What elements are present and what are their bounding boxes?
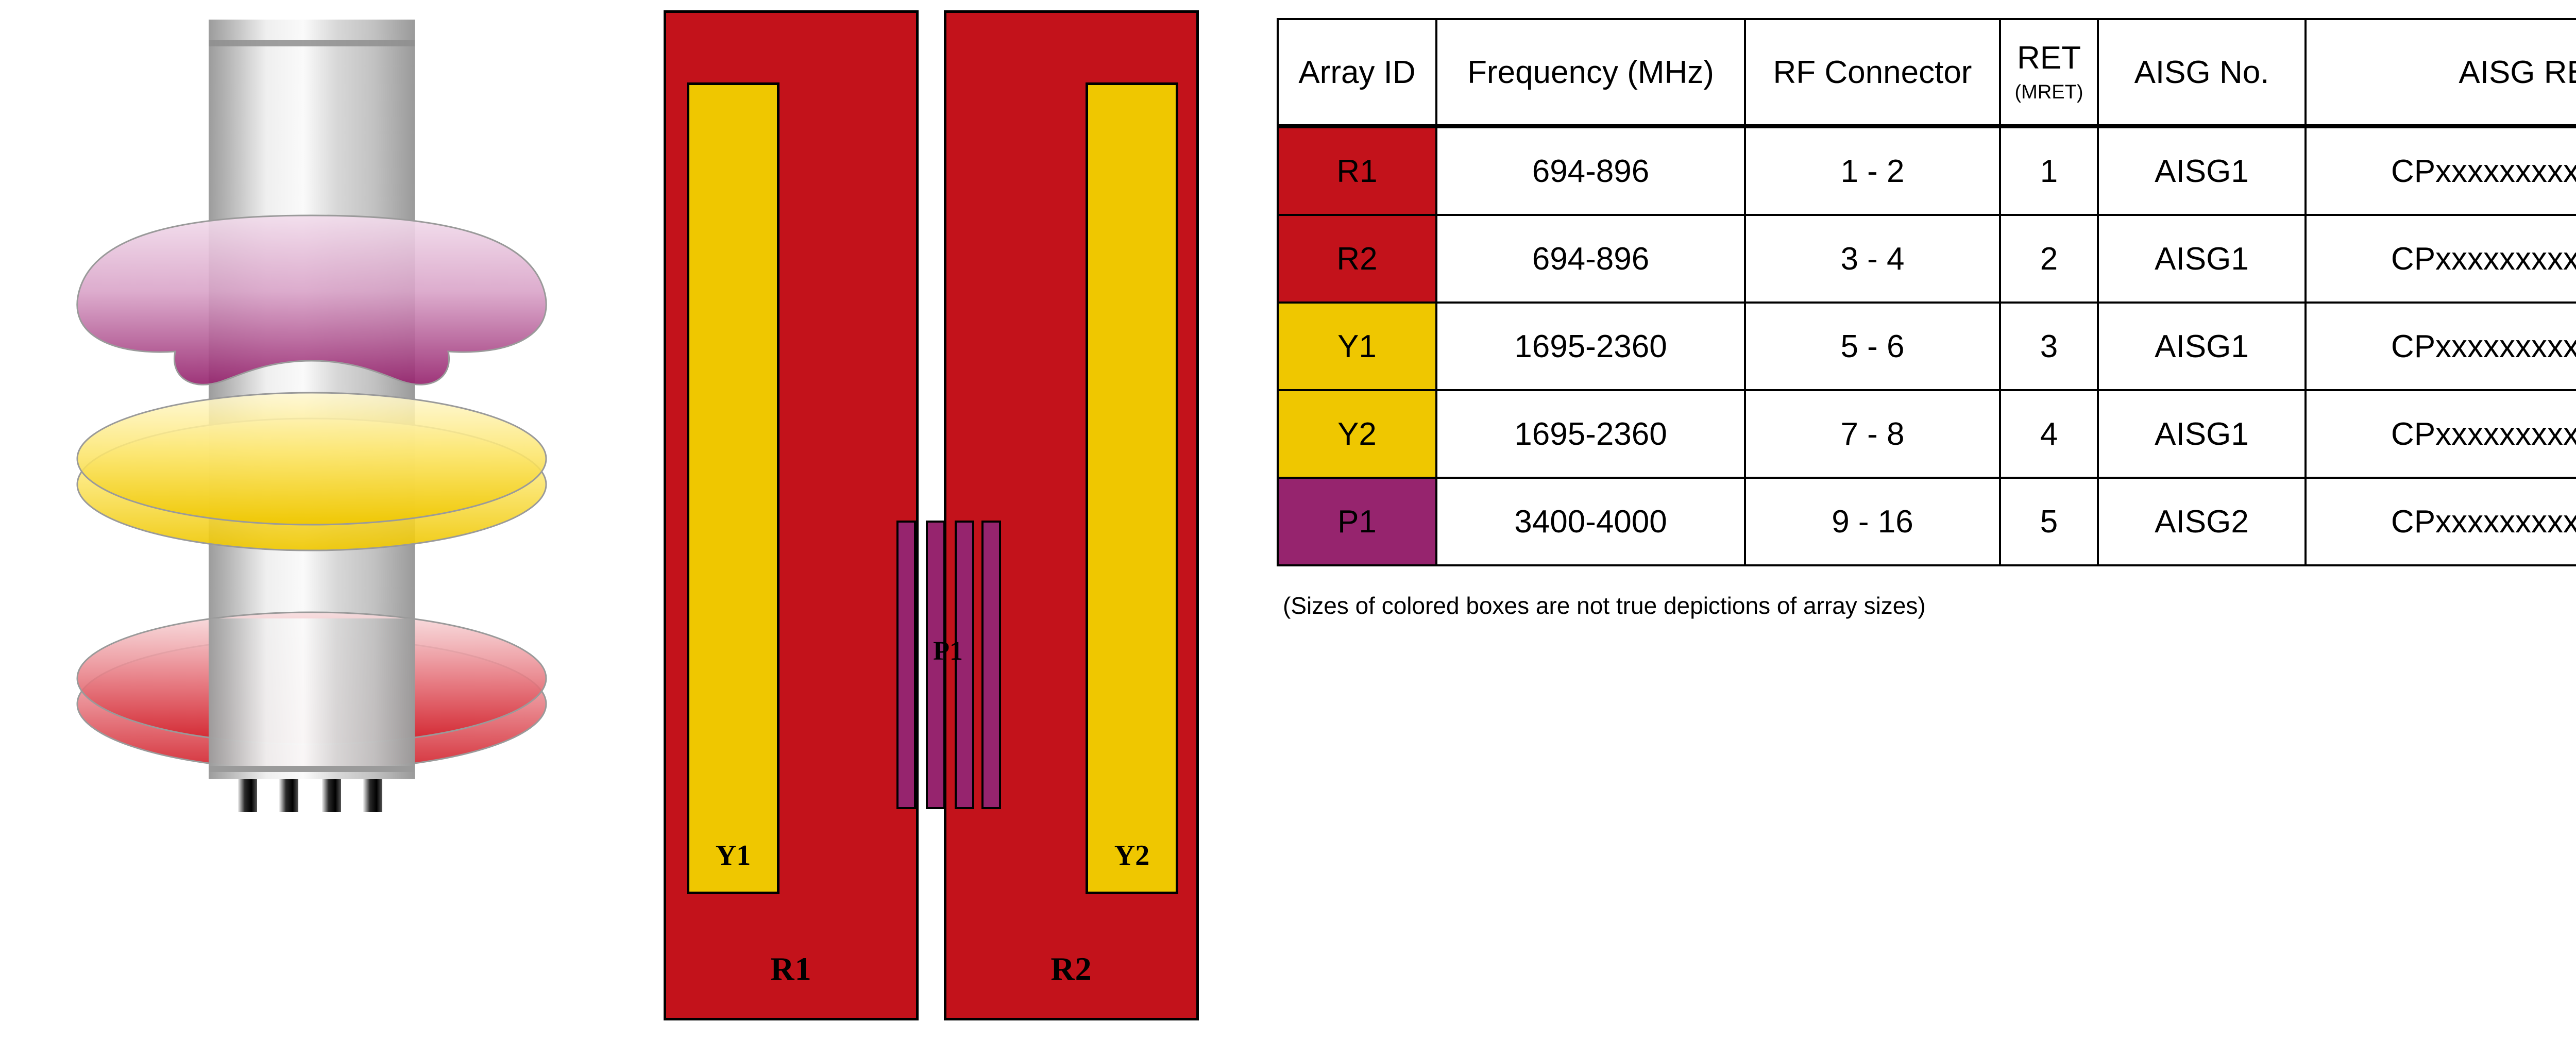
cell-aisg-ret-uid: CPxxxxxxxxxxxxxxMM.1 xyxy=(2304,125,2576,216)
cell-aisg-ret-uid: CPxxxxxxxxxxxxxxMM.4 xyxy=(2304,389,2576,479)
column-header-frequency: Frequency (MHz) xyxy=(1435,18,1746,128)
cell-rf-connector: 3 - 4 xyxy=(1744,214,2001,304)
column-header-array-id: Array ID xyxy=(1277,18,1437,128)
cell-ret: 5 xyxy=(1999,477,2099,566)
cell-frequency: 694-896 xyxy=(1435,125,1746,216)
table-row: R1 694-896 1 - 2 1 AISG1 CPxxxxxxxxxxxxx… xyxy=(1277,125,2576,216)
array-block-y1: Y1 xyxy=(687,82,779,894)
array-block-y2: Y2 xyxy=(1086,82,1178,894)
cell-ret: 2 xyxy=(1999,214,2099,304)
table-footnote: (Sizes of colored boxes are not true dep… xyxy=(1283,592,1926,619)
cell-ret: 3 xyxy=(1999,301,2099,391)
cell-array-id: Y2 xyxy=(1277,389,1437,479)
cell-array-id: R1 xyxy=(1277,125,1437,216)
array-block-p1: P1 xyxy=(876,521,1020,809)
array-label-p1: P1 xyxy=(933,636,963,666)
cell-aisg-no: AISG1 xyxy=(2097,389,2307,479)
table-row: Y2 1695-2360 7 - 8 4 AISG1 CPxxxxxxxxxxx… xyxy=(1277,389,2576,479)
table-header: Array ID Frequency (MHz) RF Connector RE… xyxy=(1277,18,2576,128)
cell-rf-connector: 9 - 16 xyxy=(1744,477,2001,566)
cell-aisg-no: AISG1 xyxy=(2097,301,2307,391)
radome-bottom-ring xyxy=(209,766,415,772)
cell-frequency: 1695-2360 xyxy=(1435,389,1746,479)
array-spec-table-container: Array ID Frequency (MHz) RF Connector RE… xyxy=(1277,18,2576,566)
cell-aisg-no: AISG2 xyxy=(2097,477,2307,566)
cell-aisg-no: AISG1 xyxy=(2097,214,2307,304)
column-header-rf-connector: RF Connector xyxy=(1744,18,2001,128)
p1-column-bar xyxy=(955,521,974,809)
array-panel-r2: Y2 R2 xyxy=(944,10,1199,1020)
cell-ret: 4 xyxy=(1999,389,2099,479)
cell-rf-connector: 7 - 8 xyxy=(1744,389,2001,479)
radome-lower-section xyxy=(209,618,415,779)
cell-array-id: P1 xyxy=(1277,477,1437,566)
cell-aisg-ret-uid: CPxxxxxxxxxxxxxxMM.1 xyxy=(2304,477,2576,566)
cell-aisg-ret-uid: CPxxxxxxxxxxxxxxMM.3 xyxy=(2304,301,2576,391)
array-panel-r1: Y1 R1 xyxy=(664,10,919,1020)
column-header-aisg-ret-uid: AISG RET UID xyxy=(2304,18,2576,128)
table-row: Y1 1695-2360 5 - 6 3 AISG1 CPxxxxxxxxxxx… xyxy=(1277,301,2576,391)
cell-aisg-no: AISG1 xyxy=(2097,125,2307,216)
cell-array-id: Y1 xyxy=(1277,301,1437,391)
radome-top-ring xyxy=(209,40,415,46)
array-spec-table: Array ID Frequency (MHz) RF Connector RE… xyxy=(1277,18,2576,566)
p1-column-bar xyxy=(926,521,945,809)
table-row: P1 3400-4000 9 - 16 5 AISG2 CPxxxxxxxxxx… xyxy=(1277,477,2576,566)
table-body: R1 694-896 1 - 2 1 AISG1 CPxxxxxxxxxxxxx… xyxy=(1277,125,2576,566)
array-label-y2: Y2 xyxy=(1114,840,1150,872)
column-header-aisg-no: AISG No. xyxy=(2097,18,2307,128)
column-header-ret-sub: (MRET) xyxy=(2014,81,2083,103)
cell-rf-connector: 1 - 2 xyxy=(1744,125,2001,216)
antenna-beam-svg xyxy=(76,20,547,812)
array-label-r1: R1 xyxy=(770,950,812,987)
connector-pins xyxy=(238,779,382,812)
p1-column-bar xyxy=(896,521,916,809)
p1-column-bar xyxy=(981,521,1001,809)
array-label-r2: R2 xyxy=(1050,950,1092,987)
table-row: R2 694-896 3 - 4 2 AISG1 CPxxxxxxxxxxxxx… xyxy=(1277,214,2576,304)
cell-frequency: 1695-2360 xyxy=(1435,301,1746,391)
cell-frequency: 3400-4000 xyxy=(1435,477,1746,566)
cell-frequency: 694-896 xyxy=(1435,214,1746,304)
column-header-ret-main: RET xyxy=(2017,40,2081,76)
cell-rf-connector: 5 - 6 xyxy=(1744,301,2001,391)
beam-disc-yellow xyxy=(76,392,547,551)
cell-ret: 1 xyxy=(1999,125,2099,216)
antenna-beam-illustration xyxy=(41,0,608,1039)
array-label-y1: Y1 xyxy=(715,840,751,872)
array-layout-diagram: Y1 R1 Y2 R2 xyxy=(654,0,1262,1039)
beam-lobe-purple xyxy=(76,214,547,386)
cell-array-id: R2 xyxy=(1277,214,1437,304)
cell-aisg-ret-uid: CPxxxxxxxxxxxxxxMM.2 xyxy=(2304,214,2576,304)
table-header-row: Array ID Frequency (MHz) RF Connector RE… xyxy=(1277,18,2576,128)
column-header-ret: RET (MRET) xyxy=(1999,18,2099,128)
